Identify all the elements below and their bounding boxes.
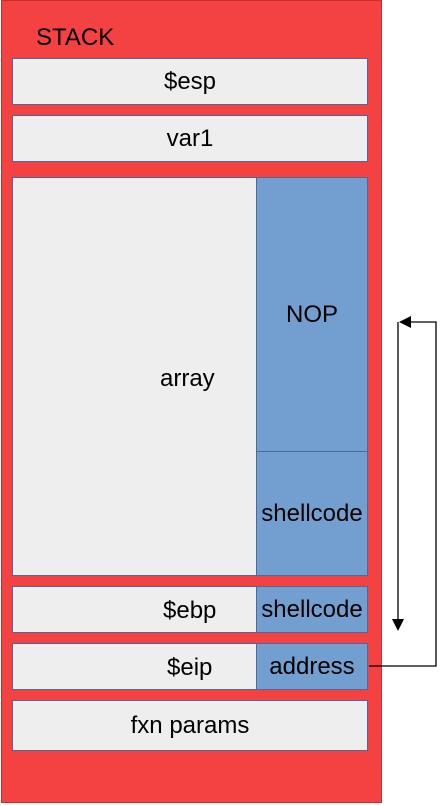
esp-label: $esp (163, 67, 217, 95)
eip-slot: $eip (12, 643, 257, 690)
stack-title: STACK (36, 24, 115, 51)
array-label: array (160, 365, 215, 392)
array-shellcode-label: shellcode (261, 499, 363, 527)
esp-slot: $esp (12, 58, 368, 105)
array-shellcode: shellcode (256, 451, 368, 576)
array-slot: array (12, 177, 257, 576)
ebp-label: $ebp (163, 597, 217, 624)
ebp-shellcode: shellcode (256, 586, 368, 633)
nop-sled: NOP (256, 177, 368, 452)
ebp-slot: $ebp (12, 586, 257, 633)
var1-label: var1 (166, 124, 214, 152)
ebp-shellcode-label: shellcode (261, 595, 363, 623)
var1-slot: var1 (12, 115, 368, 162)
return-address-label: address (269, 652, 355, 680)
fxn-params-slot: fxn params (12, 700, 368, 751)
fxn-params-label: fxn params (130, 711, 250, 739)
eip-label: $eip (167, 654, 213, 681)
return-address: address (256, 643, 368, 690)
nop-label: NOP (285, 300, 338, 328)
